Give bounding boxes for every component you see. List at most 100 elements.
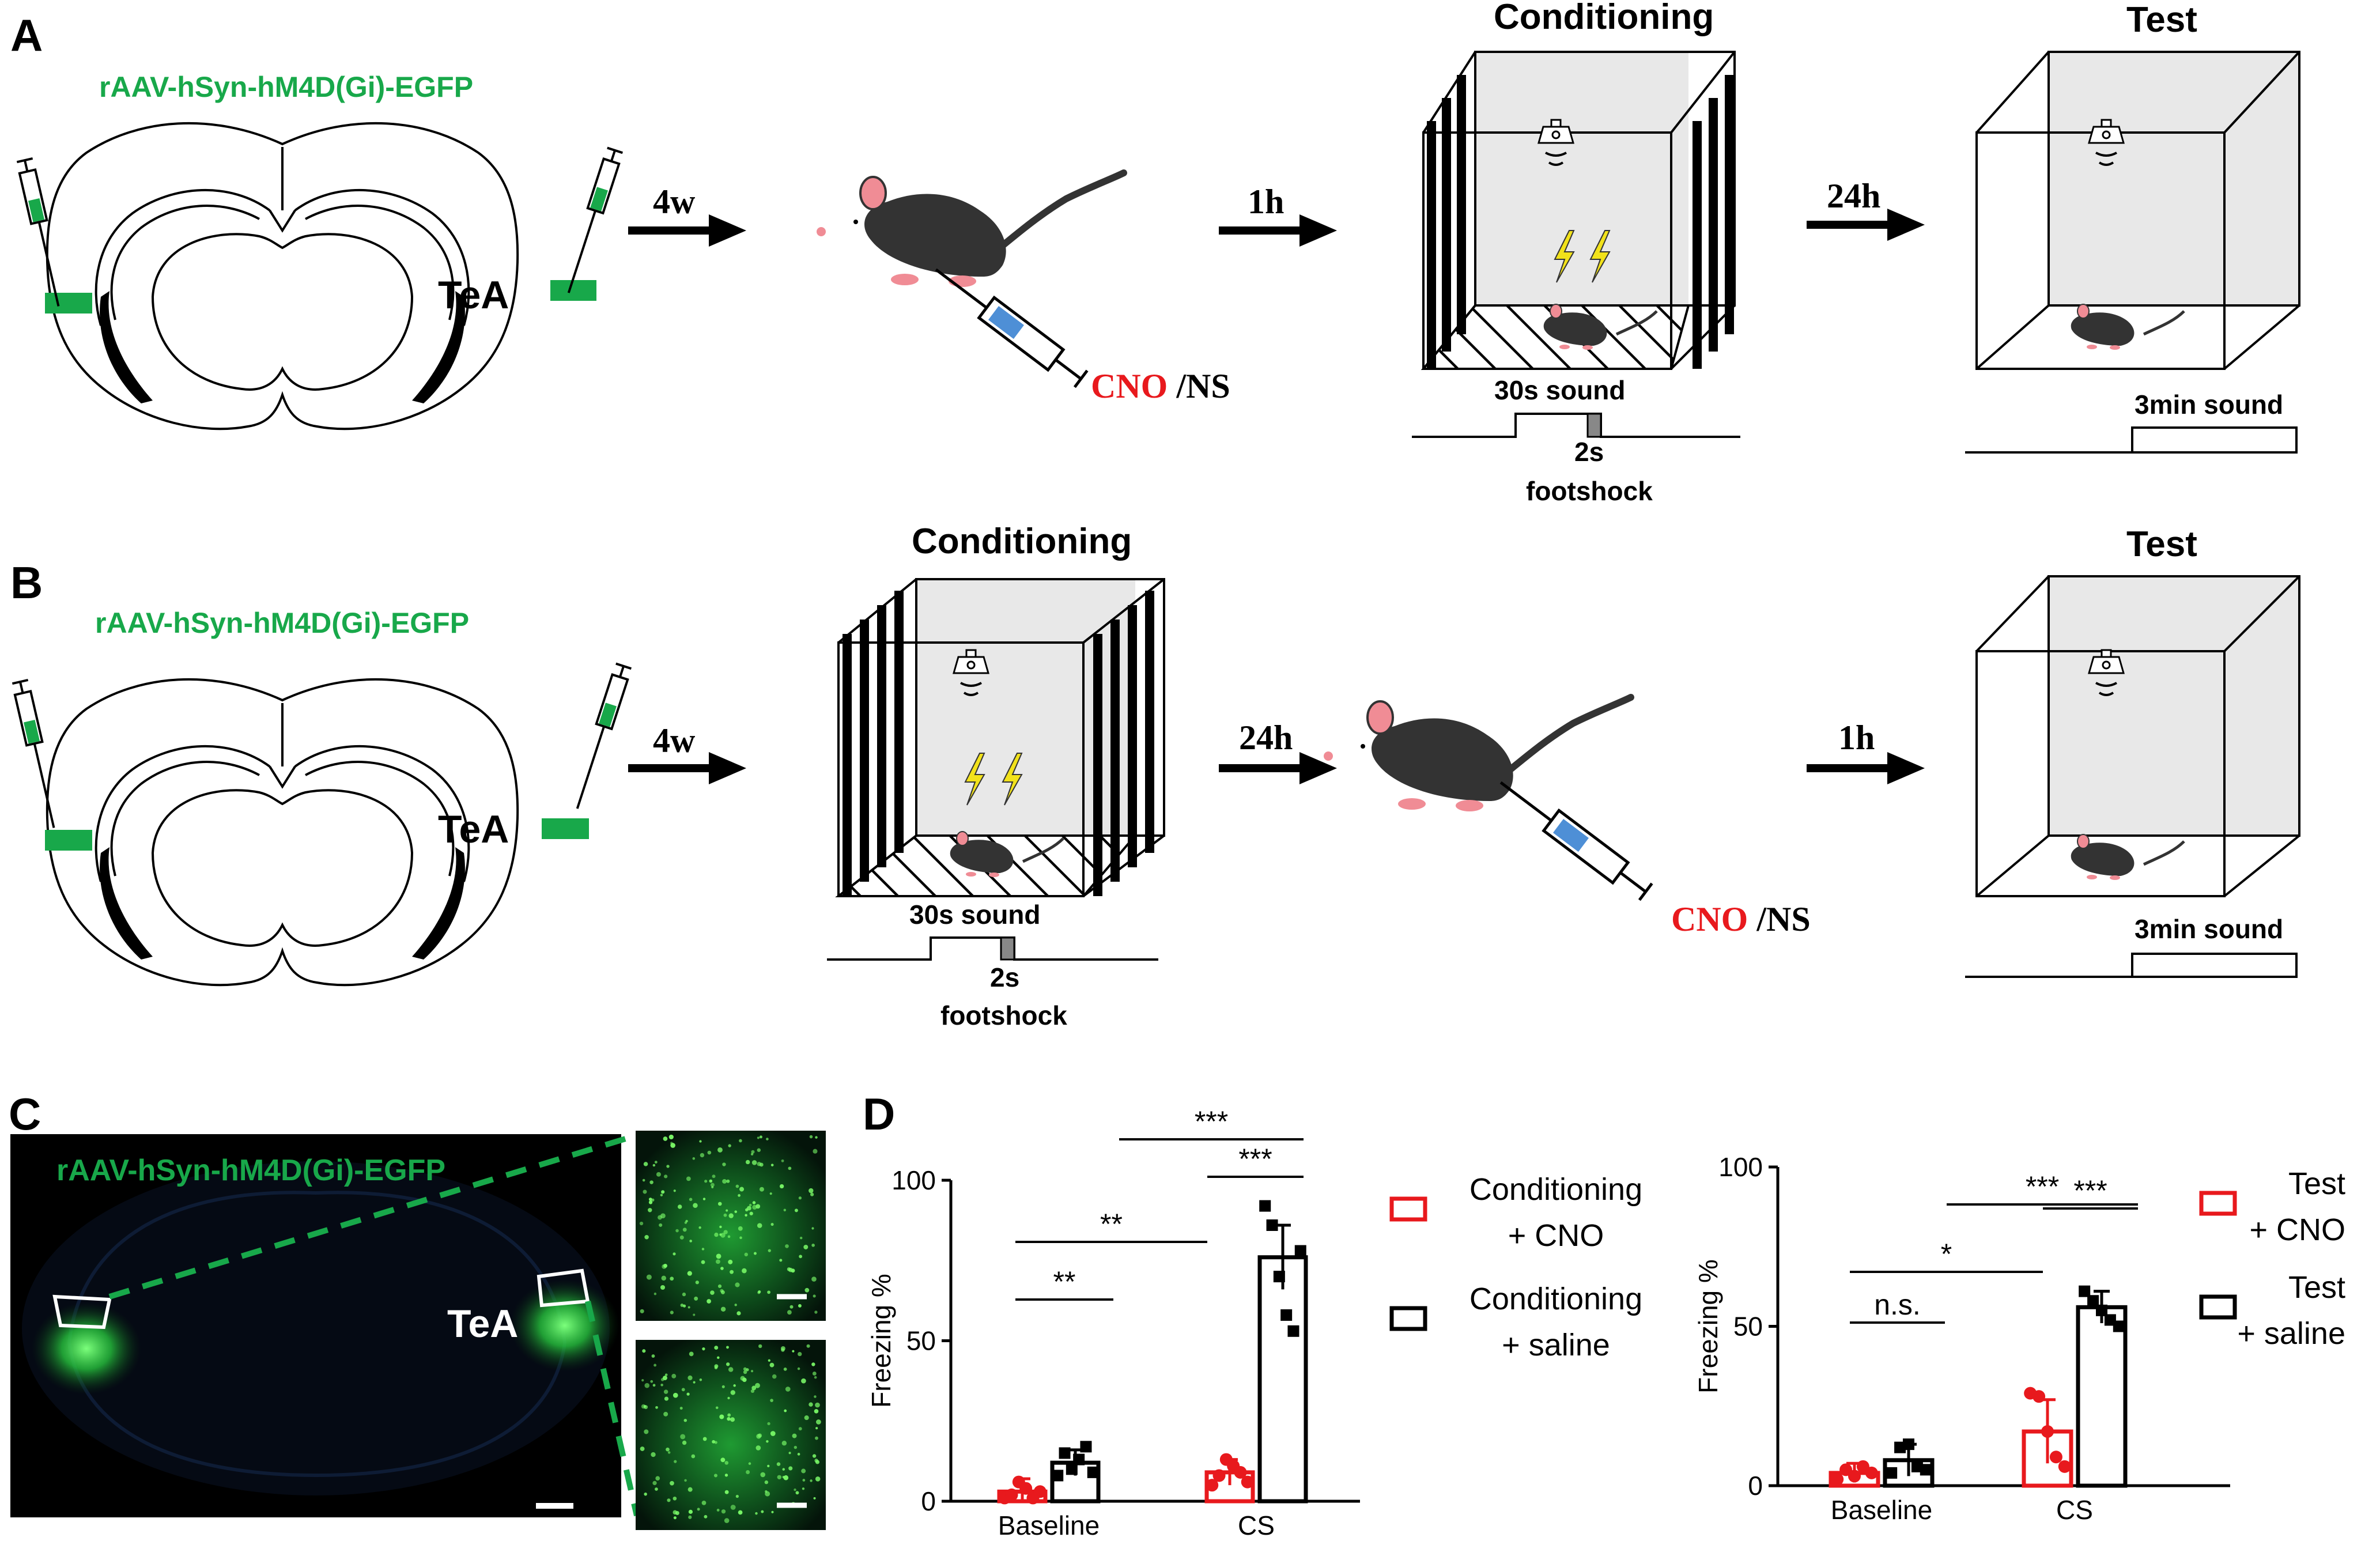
legend-label: + saline [2237,1316,2345,1351]
cell-dot [702,1347,705,1351]
data-point [1005,1488,1018,1501]
x-tick-label: CS [2056,1495,2093,1525]
cell-dot [666,1165,670,1168]
cell-dot [673,1392,678,1398]
cell-dot [720,1306,726,1312]
cell-dot [644,1234,649,1240]
cell-dot [721,1385,725,1388]
cell-dot [801,1378,806,1384]
cell-dot [770,1399,773,1402]
cell-dot [815,1419,821,1425]
legend-swatch [2199,1191,2237,1216]
cell-dot [792,1433,797,1438]
cell-dot [735,1282,740,1287]
cell-dot [809,1135,813,1139]
cell-dot [733,1384,736,1387]
arrow-label: 24h [1239,719,1293,757]
cell-dot [673,1496,677,1501]
cell-dot [811,1227,814,1230]
cell-dot [652,1480,657,1486]
cell-dot [717,1202,722,1206]
cell-dot [673,1189,676,1192]
cell-dot [652,1384,656,1387]
cell-dot [814,1459,818,1463]
injection-site [45,293,92,314]
cell-dot [759,1187,764,1192]
cell-dot [760,1472,766,1478]
cell-dot [648,1198,652,1201]
cell-dot [806,1344,810,1348]
cell-dot [682,1227,687,1232]
cell-dot [752,1204,757,1210]
significance-label: *** [2073,1174,2107,1207]
cell-dot [673,1252,676,1256]
cell-dot [641,1378,644,1382]
injection-label: CNO /NS [1671,900,1811,938]
cell-dot [794,1445,798,1449]
legend-label: Test [2288,1270,2345,1305]
cell-dot [654,1161,658,1164]
cell-dot [798,1196,802,1200]
cell-dot [699,1378,702,1381]
cell-dot [712,1440,716,1444]
cell-dot [689,1198,693,1202]
data-point [1033,1485,1047,1498]
cell-dot [747,1206,751,1211]
cell-dot [701,1501,707,1505]
cell-dot [750,1370,754,1373]
panel-label-d: D [863,1089,895,1139]
cell-dot [814,1395,817,1398]
significance-label: *** [1195,1105,1228,1138]
cell-dot [687,1271,692,1276]
panel-b: B rAAV-hSyn-hM4D(Gi)-EGFP TeA 4w [10,522,2300,1030]
cell-dot [794,1488,796,1491]
cell-dot [815,1402,820,1408]
data-point [2033,1390,2046,1403]
cell-dot [682,1292,686,1297]
significance-label: *** [1238,1143,1272,1175]
cell-dot [720,1457,726,1463]
data-point [1066,1463,1078,1475]
timeline [1965,953,2298,978]
cell-dot [679,1407,683,1410]
injection-label: CNO /NS [1091,367,1230,405]
data-point [1886,1467,1898,1479]
cell-dot [642,1349,646,1353]
cell-dot [716,1508,720,1512]
cell-dot [663,1263,668,1268]
cell-dot [769,1192,772,1195]
shock-duration: 2s [990,962,1019,992]
cell-dot [785,1387,791,1392]
cell-dot [757,1162,761,1166]
cell-dot [742,1377,747,1383]
conditioning-title: Conditioning [1494,0,1714,37]
cell-dot [652,1164,656,1167]
data-point [1052,1470,1064,1482]
cell-dot [812,1454,817,1458]
cell-dot [728,1144,731,1147]
cell-dot [642,1179,645,1182]
data-point [2087,1295,2099,1307]
legend-swatch [2199,1294,2237,1320]
cell-dot [738,1226,743,1231]
test-title: Test [2126,0,2197,40]
cell-dot [719,1233,722,1236]
data-point [2049,1451,2062,1464]
cell-dot [788,1166,792,1170]
cell-dot [670,1480,674,1486]
cell-dot [667,1451,671,1454]
cell-dot [743,1367,747,1371]
cell-dot [719,1414,724,1419]
cell-dot [644,1383,650,1388]
cell-dot [661,1275,667,1281]
cell-dot [710,1183,715,1187]
x-tick-label: Baseline [998,1510,1100,1540]
cell-dot [726,1179,730,1183]
cell-dot [802,1487,805,1490]
timeline [1412,413,1740,438]
cell-dot [783,1208,787,1211]
cell-dot [709,1179,713,1183]
cell-dot [811,1362,815,1366]
